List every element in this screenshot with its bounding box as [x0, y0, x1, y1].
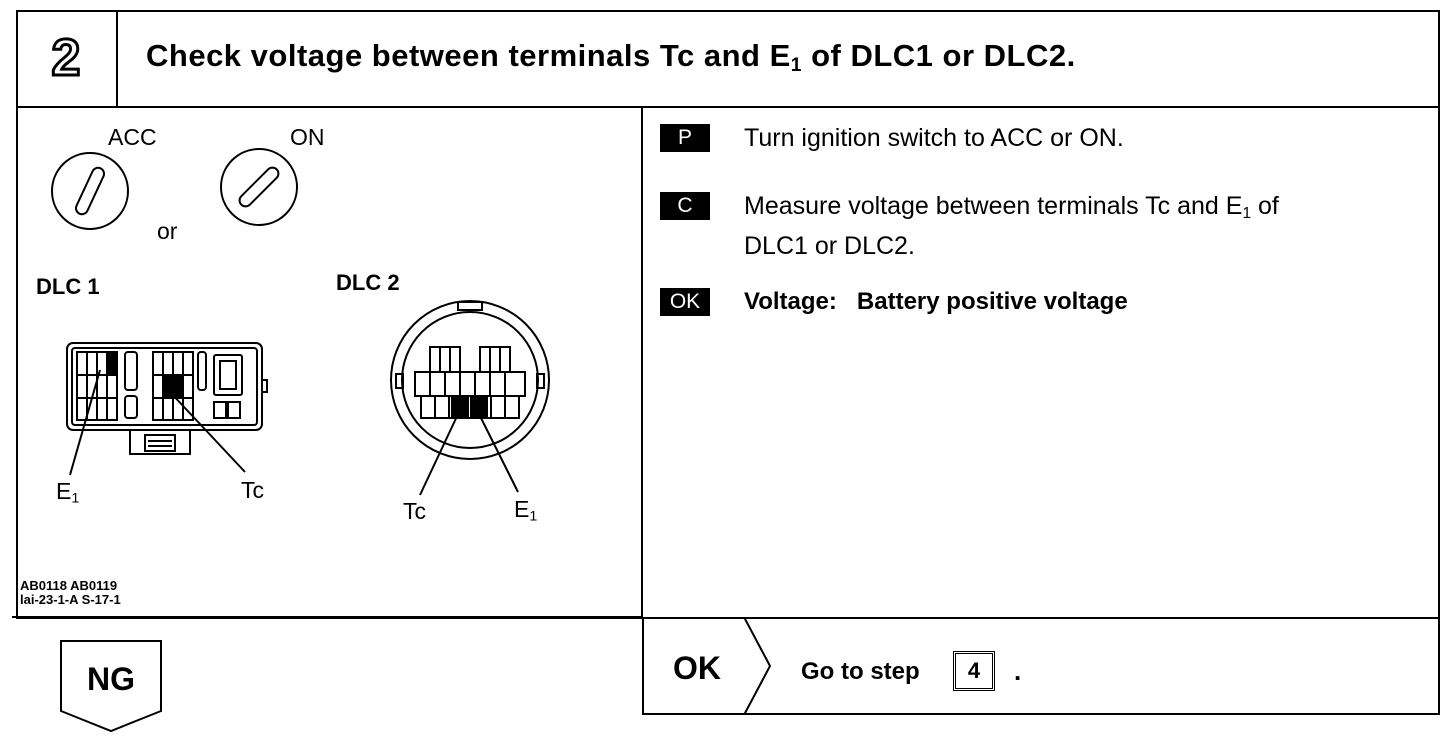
- step-ref-box: 4: [953, 651, 995, 691]
- instruction-ok: Voltage: Battery positive voltage: [744, 288, 1128, 315]
- connector-diagram: [51, 148, 550, 496]
- dlc1-tc-label: Tc: [241, 477, 264, 503]
- step-ref: 4: [967, 658, 981, 683]
- left-bottom-line: [12, 616, 643, 618]
- ng-box: [60, 640, 162, 733]
- dlc1-label: DLC 1: [36, 274, 100, 299]
- step-number: 2: [50, 28, 82, 89]
- body-divider: [641, 106, 643, 618]
- acc-key-icon: [51, 152, 129, 230]
- acc-label: ACC: [108, 124, 157, 150]
- dlc1-e1-terminal: [107, 352, 117, 375]
- body-frame: [16, 106, 1440, 619]
- dlc2-e1-terminal: [470, 396, 488, 418]
- dlc2-tc-label: Tc: [403, 498, 426, 524]
- ok-label: OK: [673, 650, 721, 686]
- step-title: Check voltage between terminals Tc and E…: [146, 38, 1076, 76]
- dlc2-tc-terminal: [451, 396, 469, 418]
- ok-period: .: [1014, 656, 1022, 686]
- ok-result-box: [642, 617, 1440, 715]
- instruction-p: Turn ignition switch to ACC or ON.: [744, 124, 1124, 152]
- figure-code-1: AB0118 AB0119: [20, 578, 118, 593]
- dlc1-connector-icon: [66, 342, 268, 476]
- dlc1-e1-label: E1: [56, 478, 80, 507]
- badge-p: P: [660, 124, 710, 152]
- badge-c: C: [660, 192, 710, 220]
- or-label: or: [157, 218, 178, 244]
- figure-code-2: lai-23-1-A S-17-1: [20, 592, 121, 607]
- step-header: [16, 10, 1440, 108]
- ng-label: NG: [87, 661, 135, 697]
- instruction-c: Measure voltage between terminals Tc and…: [744, 192, 1279, 260]
- dlc2-label: DLC 2: [336, 270, 400, 295]
- ok-arrow-icon: [743, 617, 772, 715]
- on-label: ON: [290, 124, 325, 150]
- dlc2-e1-label: E1: [514, 496, 538, 525]
- dlc1-tc-terminal: [163, 375, 183, 398]
- badge-ok: OK: [660, 288, 710, 316]
- ok-go-to-text: Go to step: [801, 658, 920, 685]
- step-number-box: 2: [16, 10, 118, 106]
- on-key-icon: [220, 148, 298, 226]
